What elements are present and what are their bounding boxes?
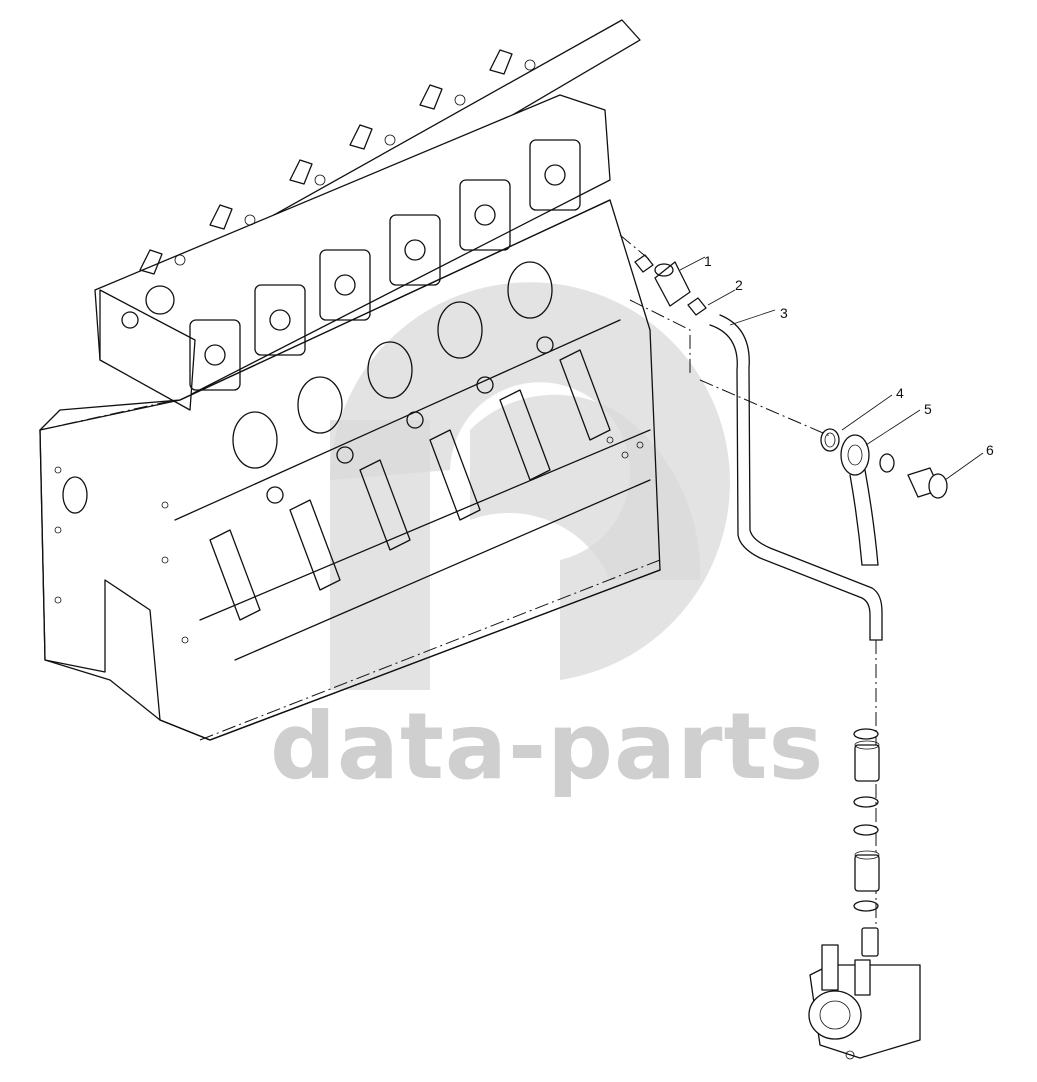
- block-bolt-holes: [54, 436, 644, 644]
- head-ports: [121, 139, 581, 391]
- part-5-banjo-fitting: [840, 434, 879, 566]
- part-5-o-ring: [879, 453, 895, 473]
- callouts: 1 2 3 4 5 6: [679, 253, 994, 481]
- callout-4: 4: [896, 385, 904, 401]
- part-4-o-ring: [820, 428, 840, 452]
- main-bearing-caps: [209, 336, 611, 621]
- part-1-hose: [654, 261, 691, 307]
- callout-6: 6: [986, 442, 994, 458]
- injectors: [139, 49, 536, 275]
- callout-1: 1: [704, 253, 712, 269]
- lower-hose-assembly: [853, 728, 880, 957]
- part-6-banjo-bolt: [907, 467, 948, 499]
- callout-5: 5: [924, 401, 932, 417]
- upper-hose-clamps: [634, 254, 707, 316]
- part-3-oil-return-pipe: [709, 314, 883, 641]
- oil-cooler-housing: [808, 944, 921, 1060]
- engine-block: [39, 19, 691, 741]
- watermark-text: data-parts: [270, 693, 824, 800]
- cylinder-bores: [232, 261, 553, 469]
- watermark-logo: data-parts: [270, 282, 824, 800]
- callout-2: 2: [735, 277, 743, 293]
- callout-3: 3: [780, 305, 788, 321]
